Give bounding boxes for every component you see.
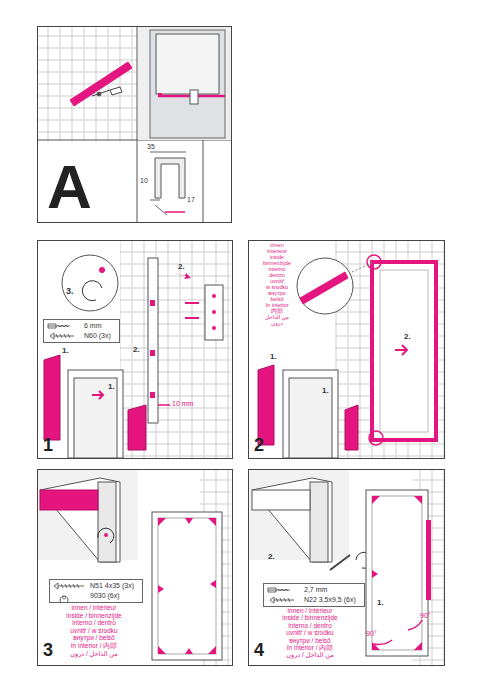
note-label: interno / dentro bbox=[288, 622, 332, 629]
step-panel: 3 N51 4x35 (3x)9030 (6x) bbox=[37, 469, 233, 666]
callout-number: 35 bbox=[147, 143, 155, 151]
note-label: dentro bbox=[269, 272, 285, 278]
note-label: interno bbox=[269, 266, 286, 272]
callout-number: 17 bbox=[187, 196, 195, 204]
step-number: 4 bbox=[254, 641, 264, 659]
note-label: innen / intérieur bbox=[288, 607, 333, 614]
note-label: uvnitř / w środku bbox=[70, 627, 117, 634]
note-label: внутри bbox=[268, 290, 285, 296]
hardware-box: 6 mmN60 (3x) bbox=[43, 319, 120, 343]
callout-number: 1. bbox=[322, 386, 329, 395]
step-number: 1 bbox=[43, 436, 53, 454]
note-label: внутри / belső bbox=[289, 637, 330, 644]
callout-number: 1. bbox=[377, 598, 384, 607]
screw-icon bbox=[46, 320, 80, 342]
callout-number: 2. bbox=[404, 332, 411, 341]
hardware-box: N51 4x35 (3x)9030 (6x) bbox=[49, 579, 143, 603]
callout-number: 1. bbox=[62, 346, 69, 355]
step-number: 3 bbox=[43, 641, 53, 659]
note-label: în interior / 内部 bbox=[287, 644, 334, 651]
hardware-spec: 6 mm bbox=[84, 321, 115, 331]
note-label: من الداخل / درون bbox=[286, 651, 334, 658]
note-label: în interior / 内部 bbox=[71, 642, 118, 649]
hardware-box: 2,7 mmN22 3,5x9,5 (6x) bbox=[263, 583, 365, 607]
note-label: interno / dentro bbox=[72, 619, 116, 626]
note-label: من الداخل bbox=[265, 314, 289, 320]
note-label: belső bbox=[270, 296, 283, 302]
screw-icon bbox=[52, 580, 86, 602]
note-label: w środku bbox=[266, 284, 288, 290]
note-label: în interior bbox=[266, 302, 289, 308]
note-label: 90° bbox=[366, 630, 377, 638]
note-label: uvnitř / w środku bbox=[286, 629, 333, 636]
callout-number: 2. bbox=[268, 552, 275, 561]
note-label: من الداخل / درون bbox=[70, 650, 118, 657]
step-panel: A bbox=[37, 26, 232, 223]
note-label: uvnitř bbox=[270, 278, 283, 284]
note-label: binnenzijde bbox=[263, 260, 291, 266]
note-label: intérieur bbox=[267, 248, 287, 254]
step-number: 2 bbox=[254, 436, 264, 454]
callout-number: 1. bbox=[108, 382, 115, 391]
screw-icon bbox=[266, 584, 300, 606]
note-label: 内部 bbox=[271, 308, 283, 314]
callout-number: 2. bbox=[133, 345, 140, 354]
hardware-spec: N51 4x35 (3x) bbox=[90, 581, 138, 591]
note-label: درون bbox=[271, 320, 283, 326]
note-label: inside / binnenzijde bbox=[66, 612, 121, 619]
note-label: innen / intérieur bbox=[72, 604, 117, 611]
note-label: внутри / belső bbox=[73, 634, 114, 641]
hardware-spec: N60 (3x) bbox=[84, 331, 115, 341]
note-label: 10 mm bbox=[172, 400, 193, 408]
callout-number: 10 bbox=[140, 177, 148, 185]
callout-number: 2. bbox=[178, 262, 185, 271]
hardware-spec: 2,7 mm bbox=[304, 585, 360, 595]
hardware-spec: N22 3,5x9,5 (6x) bbox=[304, 595, 360, 605]
note-label: 90° bbox=[420, 612, 431, 620]
callout-number: 3. bbox=[66, 286, 74, 296]
note-label: innen bbox=[270, 242, 283, 248]
hardware-spec: 9030 (6x) bbox=[90, 591, 138, 601]
note-label: inside / binnenzijde bbox=[282, 614, 337, 621]
step-panel: 4 2,7 mmN22 3,5x9,5 (6x) bbox=[248, 469, 445, 666]
note-label: inside bbox=[270, 254, 284, 260]
step-number: A bbox=[47, 156, 92, 218]
callout-number: 1. bbox=[270, 352, 277, 361]
